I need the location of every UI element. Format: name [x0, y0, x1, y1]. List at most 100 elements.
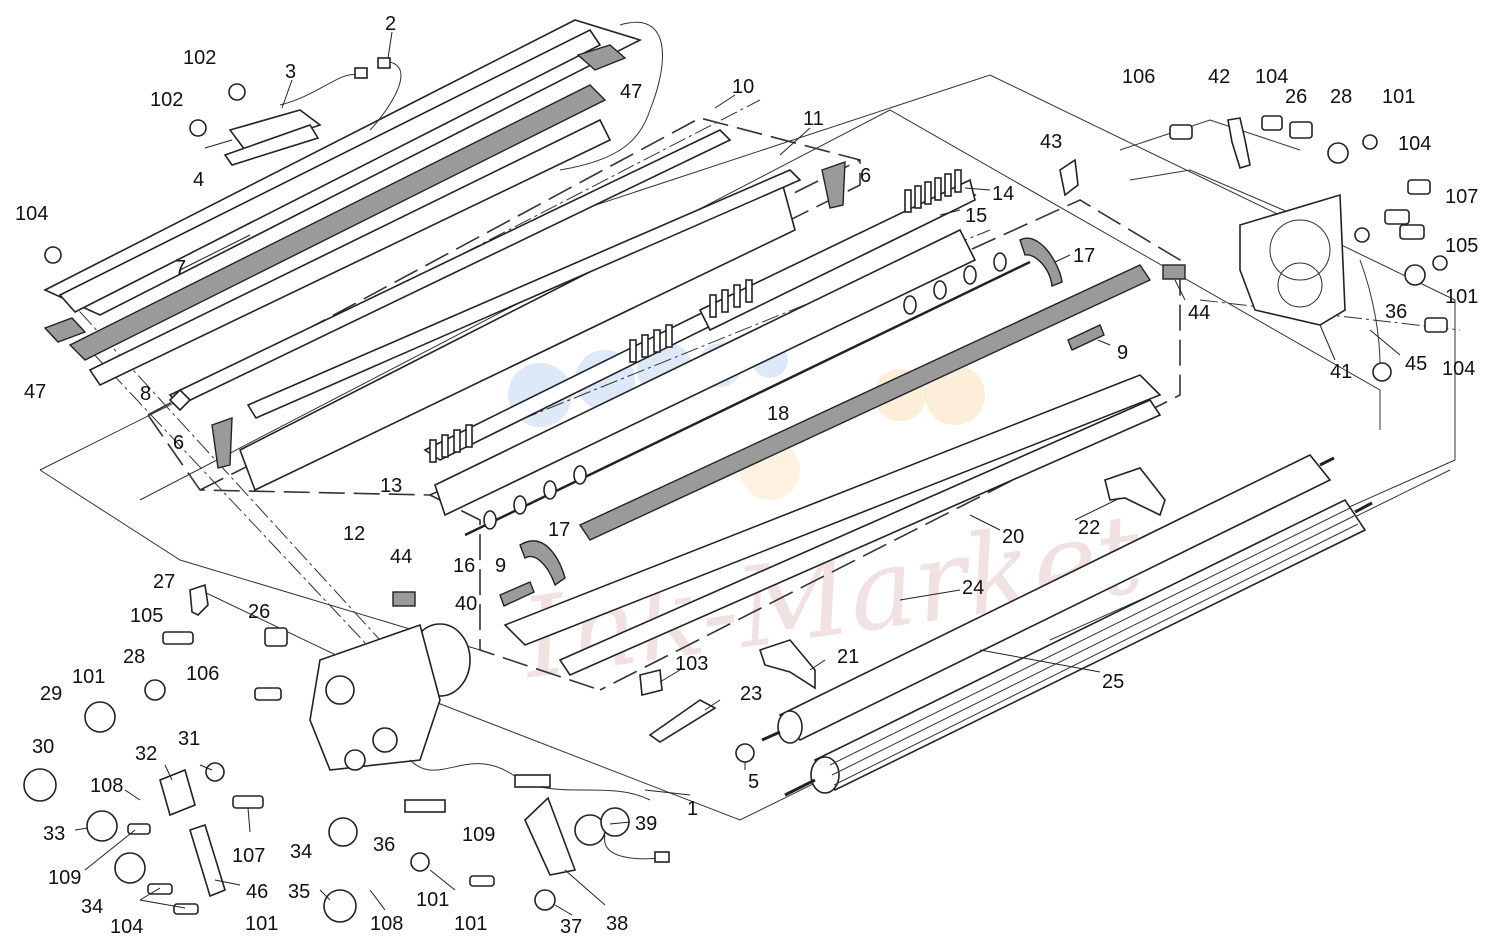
- callout-26-a: 26: [1285, 86, 1307, 108]
- callout-102-a: 102: [183, 47, 216, 69]
- pad-9-left: [499, 581, 535, 607]
- callout-47-a: 47: [620, 81, 642, 103]
- callout-6-a: 6: [860, 165, 871, 187]
- callout-31: 31: [178, 728, 200, 750]
- pad-44-left: [392, 591, 416, 607]
- callout-16: 16: [453, 555, 475, 577]
- roller-shaft: [464, 252, 1031, 537]
- callout-33: 33: [43, 823, 65, 845]
- callout-108-b: 108: [370, 913, 403, 935]
- callout-104-e: 104: [110, 916, 143, 938]
- callout-26-b: 26: [248, 601, 270, 623]
- callout-43: 43: [1040, 131, 1062, 153]
- callout-37: 37: [560, 916, 582, 938]
- callout-9-a: 9: [1117, 342, 1128, 364]
- callout-30: 30: [32, 736, 54, 758]
- callout-20: 20: [1002, 526, 1024, 548]
- callout-101-f: 101: [454, 913, 487, 935]
- pad-9-right: [1067, 324, 1105, 351]
- callout-15: 15: [965, 205, 987, 227]
- callout-36-a: 36: [1385, 301, 1407, 323]
- callout-28-b: 28: [123, 646, 145, 668]
- callout-104-b: 104: [1255, 66, 1288, 88]
- rollers: [735, 453, 1373, 797]
- pad-47-top: [576, 44, 627, 71]
- callout-labels: 2 3 102 102 4 47 10 11 6 14 15 104 7 47 …: [15, 13, 1478, 938]
- callout-45: 45: [1405, 353, 1427, 375]
- callout-6-b: 6: [173, 432, 184, 454]
- callout-28-a: 28: [1330, 86, 1352, 108]
- callout-7: 7: [175, 257, 186, 279]
- callout-36-b: 36: [373, 834, 395, 856]
- gear-30: [23, 768, 57, 802]
- clip-6-left: [211, 416, 233, 469]
- callout-108-a: 108: [90, 775, 123, 797]
- callout-1: 1: [687, 798, 698, 820]
- callout-24: 24: [962, 577, 984, 599]
- drive-assembly: [23, 583, 670, 923]
- callout-14: 14: [992, 183, 1014, 205]
- callout-17-b: 17: [548, 519, 570, 541]
- callout-34-b: 34: [81, 896, 103, 918]
- callout-17-a: 17: [1073, 245, 1095, 267]
- middle-guides: [168, 129, 977, 517]
- callout-13: 13: [380, 475, 402, 497]
- gear-34a: [114, 852, 146, 884]
- callout-9-b: 9: [495, 555, 506, 577]
- callout-106-b: 106: [186, 663, 219, 685]
- callout-101-e: 101: [416, 889, 449, 911]
- callout-38: 38: [606, 913, 628, 935]
- callout-105-b: 105: [130, 605, 163, 627]
- callout-5: 5: [748, 771, 759, 793]
- callout-35: 35: [288, 881, 310, 903]
- callout-107-a: 107: [1445, 186, 1478, 208]
- callout-39: 39: [635, 813, 657, 835]
- callout-23: 23: [740, 683, 762, 705]
- right-side-frame: [1059, 117, 1392, 382]
- callout-102-b: 102: [150, 89, 183, 111]
- gear-29: [84, 701, 116, 733]
- callout-101-c: 101: [72, 666, 105, 688]
- callout-2: 2: [385, 13, 396, 35]
- gear-33: [86, 810, 118, 842]
- callout-44-b: 44: [390, 546, 412, 568]
- callout-104-c: 104: [1398, 133, 1431, 155]
- callout-29: 29: [40, 683, 62, 705]
- callout-10: 10: [732, 76, 754, 98]
- callout-12: 12: [343, 523, 365, 545]
- callout-32: 32: [135, 743, 157, 765]
- callout-107-b: 107: [232, 845, 265, 867]
- callout-22: 22: [1078, 517, 1100, 539]
- leader-lines: [74, 31, 1401, 916]
- callout-8: 8: [140, 383, 151, 405]
- callout-40: 40: [455, 593, 477, 615]
- gear-34b: [328, 817, 358, 847]
- callout-27: 27: [153, 571, 175, 593]
- callout-46: 46: [246, 881, 268, 903]
- small-brackets: [639, 467, 1166, 743]
- callout-21: 21: [837, 646, 859, 668]
- callout-11: 11: [803, 108, 824, 130]
- callout-104-a: 104: [15, 203, 48, 225]
- callout-18: 18: [767, 403, 789, 425]
- lower-guides: [392, 237, 1186, 677]
- callout-47-b: 47: [24, 381, 46, 403]
- callout-106-a: 106: [1122, 66, 1155, 88]
- callout-109-a: 109: [48, 867, 81, 889]
- callout-103: 103: [675, 653, 708, 675]
- callout-104-d: 104: [1442, 358, 1475, 380]
- callout-109-b: 109: [462, 824, 495, 846]
- right-hardware: [1169, 115, 1448, 333]
- callout-34-a: 34: [290, 841, 312, 863]
- top-guide-rail: [43, 19, 663, 387]
- callout-44-a: 44: [1188, 302, 1210, 324]
- pad-44-right: [1162, 264, 1186, 280]
- callout-4: 4: [193, 169, 204, 191]
- callout-25: 25: [1102, 671, 1124, 693]
- callout-41: 41: [1330, 361, 1352, 383]
- clip-6-top: [821, 160, 846, 209]
- callout-101-d: 101: [245, 913, 278, 935]
- gear-35: [323, 889, 357, 923]
